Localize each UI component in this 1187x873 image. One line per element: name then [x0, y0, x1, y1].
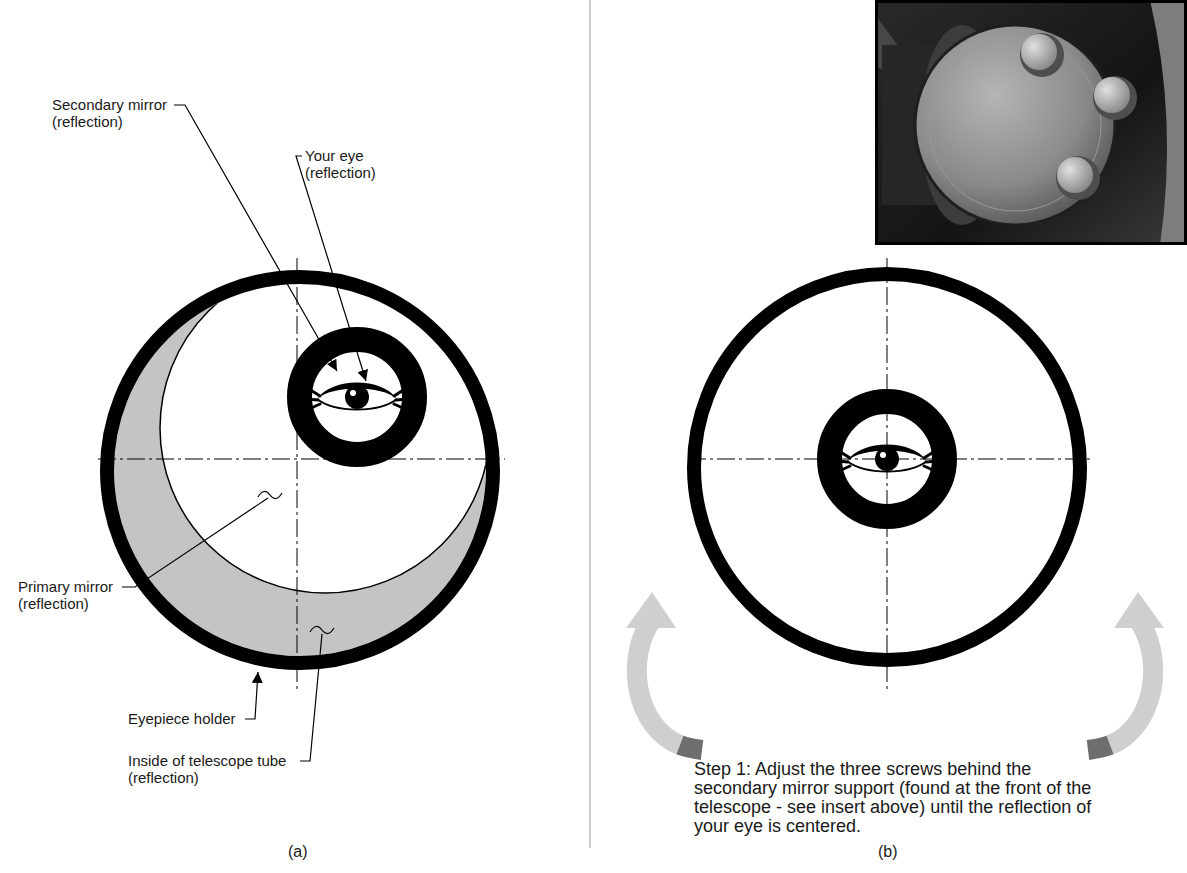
part-label: Eyepiece holder: [128, 710, 236, 727]
instruction-note: Step 1: Adjust the three screws behind t…: [694, 760, 1099, 836]
label-slot: Step 1: Adjust the three screws behind t…: [694, 760, 1099, 836]
label-slot: Eyepiece holder: [128, 710, 236, 727]
view-a: [98, 258, 505, 690]
part-label: Your eye (reflection): [305, 147, 405, 181]
panel-letter: (b): [878, 843, 898, 861]
label-slot: (a): [288, 843, 308, 861]
rotation-arrows: [626, 592, 1164, 750]
panel-letter: (a): [288, 843, 308, 861]
insert-photo: [875, 0, 1187, 245]
part-label: Inside of telescope tube (reflection): [128, 752, 338, 786]
part-label: Primary mirror (reflection): [18, 578, 148, 612]
leader-lines: [122, 105, 366, 761]
view-b: [688, 258, 1092, 690]
label-slot: Inside of telescope tube (reflection): [128, 752, 338, 786]
part-label: Secondary mirror (reflection): [52, 96, 192, 130]
label-slot: (b): [878, 843, 898, 861]
label-slot: Your eye (reflection): [305, 147, 405, 181]
label-slot: Secondary mirror (reflection): [52, 96, 192, 130]
panel-divider: [590, 0, 591, 848]
label-slot: Primary mirror (reflection): [18, 578, 148, 612]
